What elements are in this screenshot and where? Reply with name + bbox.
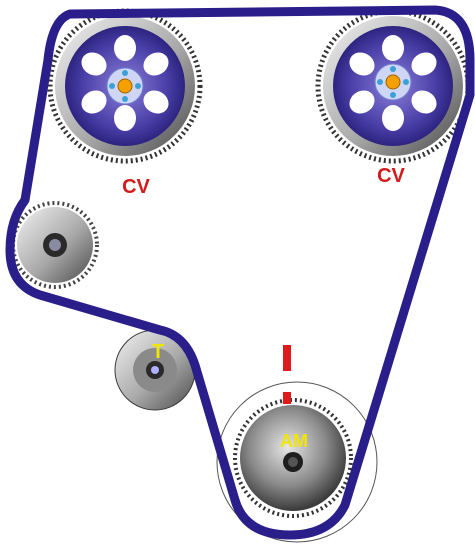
hub-orange-right <box>385 74 401 90</box>
hub-orange-left <box>117 78 133 94</box>
crankshaft-sprocket <box>233 398 353 518</box>
timing-mark-icon <box>283 345 291 404</box>
camshaft-sprocket-right <box>315 8 471 164</box>
tensioner-pulley <box>114 329 196 411</box>
crank-label: AM <box>280 431 308 451</box>
tensioner-label: T <box>152 341 164 363</box>
cam-right-label: CV <box>377 165 405 187</box>
camshaft-sprocket-left <box>47 8 203 164</box>
timing-belt <box>5 5 475 540</box>
idler-pulley <box>11 201 99 289</box>
cam-left-label: CV <box>122 176 150 198</box>
crank-outer-ring <box>216 381 378 543</box>
